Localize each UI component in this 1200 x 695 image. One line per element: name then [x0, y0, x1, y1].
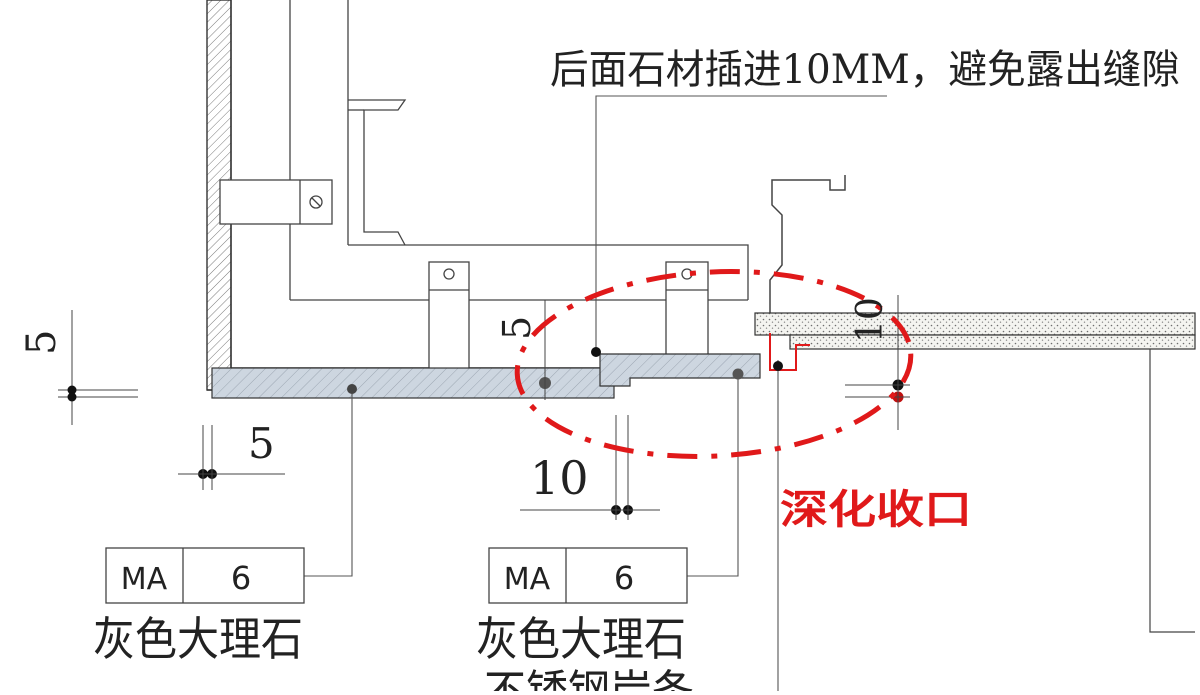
leader-lines [303, 95, 887, 691]
tag-1-number: 6 [231, 559, 251, 597]
dim-right-vertical-label: 10 [850, 297, 891, 343]
dim-left-horizontal [178, 425, 285, 490]
red-stop-profile [769, 333, 810, 371]
top-note: 后面石材插进10MM，避免露出缝隙 [550, 47, 1180, 93]
material-tag-1: MA 6 灰色大理石 [93, 547, 305, 666]
floor-slab [754, 312, 1196, 633]
dim-mid-horizontal-label: 10 [530, 451, 589, 505]
dim-mid-vertical-label: 5 [495, 316, 539, 340]
dim-right-vertical [845, 295, 910, 430]
red-callout: 深化收口 [780, 486, 972, 533]
steel-frame [289, 0, 749, 301]
marble-slabs [211, 353, 761, 399]
tag-2-desc2: 不锈钢岸条 [484, 665, 694, 691]
tag-2-number: 6 [614, 559, 634, 597]
dim-left-vertical-label: 5 [19, 330, 65, 355]
tag-1-code: MA [121, 562, 168, 597]
dim-left-vertical [58, 310, 138, 425]
dim-left-horizontal-label: 5 [248, 419, 275, 468]
wall-bracket [219, 179, 333, 225]
detail-highlight-ellipse [514, 269, 914, 459]
tag-2-code: MA [504, 562, 551, 597]
tag-2-desc: 灰色大理石 [476, 612, 686, 666]
material-tag-2: MA 6 灰色大理石 不锈钢岸条 [476, 547, 694, 695]
tag-1-desc: 灰色大理石 [93, 612, 303, 666]
dim-middle [520, 300, 660, 520]
